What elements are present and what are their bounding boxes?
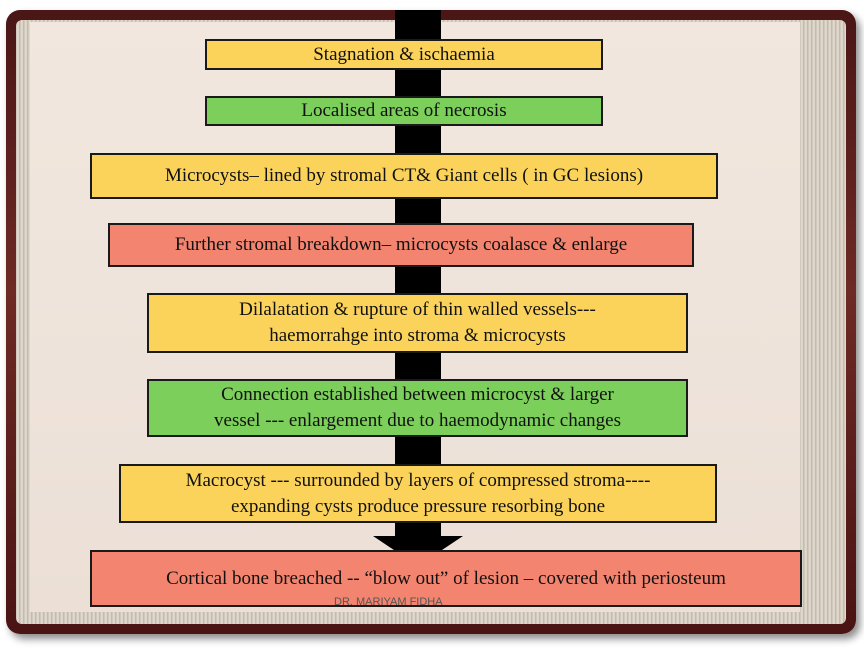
step-stagnation-box: Stagnation & ischaemia xyxy=(205,39,603,70)
step-connection-box: Connection established between microcyst… xyxy=(147,379,688,437)
step-cortical-breach-text: Cortical bone breached -- “blow out” of … xyxy=(166,567,726,589)
author-footer: DR. MARIYAM FIDHA xyxy=(334,596,443,608)
flow-arrow-shaft xyxy=(395,10,441,542)
step-microcysts-box: Microcysts– lined by stromal CT& Giant c… xyxy=(90,153,718,199)
step-necrosis-text: Localised areas of necrosis xyxy=(301,100,507,121)
step-necrosis-box: Localised areas of necrosis xyxy=(205,96,603,126)
step-stromal-breakdown-box: Further stromal breakdown– microcysts co… xyxy=(108,223,694,267)
step-stromal-breakdown-text: Further stromal breakdown– microcysts co… xyxy=(174,234,628,255)
step-macrocyst-text: Macrocyst --- surrounded by layers of co… xyxy=(185,469,651,517)
step-connection-text: Connection established between microcyst… xyxy=(214,384,621,431)
step-dilatation-box: Dilalatation & rupture of thin walled ve… xyxy=(147,293,688,353)
step-cortical-breach-box: Cortical bone breached -- “blow out” of … xyxy=(90,550,802,607)
step-dilatation-text: Dilalatation & rupture of thin walled ve… xyxy=(239,299,596,346)
step-stagnation-text: Stagnation & ischaemia xyxy=(313,43,495,65)
step-microcysts-text: Microcysts– lined by stromal CT& Giant c… xyxy=(164,165,644,186)
step-macrocyst-box: Macrocyst --- surrounded by layers of co… xyxy=(119,464,717,523)
